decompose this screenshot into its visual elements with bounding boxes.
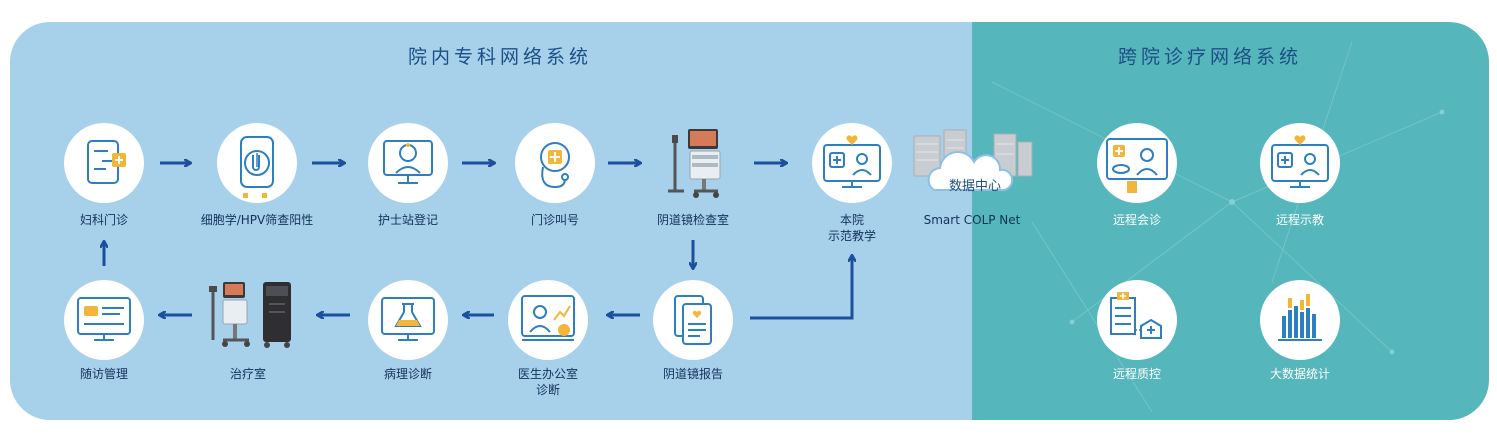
stethoscope-icon xyxy=(540,142,570,189)
follow-up-label: 随访管理 xyxy=(79,367,129,381)
arrow-report-to-teaching xyxy=(750,256,852,320)
follow-up-node xyxy=(64,280,144,360)
teaching-screen-icon xyxy=(823,135,881,188)
colposcopy-report-node xyxy=(653,280,733,360)
cross-hospital-title: 跨院诊疗网络系统 xyxy=(1117,46,1302,68)
colposcopy-room-label: 阴道镜检查室 xyxy=(656,213,730,227)
outpatient-call-node xyxy=(515,123,595,203)
doctor-desk-icon xyxy=(521,295,575,341)
remote-quality-node xyxy=(1097,280,1177,360)
local-teaching-label-2: 示范教学 xyxy=(827,229,877,243)
treatment-devices-icon xyxy=(209,282,291,348)
nurse-station-node xyxy=(368,123,448,203)
pathology-label: 病理诊断 xyxy=(383,367,433,381)
pathology-node xyxy=(368,280,448,360)
remote-teaching-label: 远程示教 xyxy=(1275,213,1325,227)
colposcope-cart-icon xyxy=(668,129,721,198)
remote-teaching-node xyxy=(1260,123,1340,203)
nurse-station-label: 护士站登记 xyxy=(377,213,439,227)
nurse-monitor-icon xyxy=(383,140,433,184)
flask-monitor-icon xyxy=(381,297,435,341)
internal-network-title: 院内专科网络系统 xyxy=(407,46,592,68)
local-teaching-label-1: 本院 xyxy=(839,213,865,227)
data-center-label: 数据中心 xyxy=(948,179,1001,194)
remote-consultation-label: 远程会诊 xyxy=(1112,213,1162,227)
big-data-label: 大数据统计 xyxy=(1269,367,1331,381)
colposcopy-report-label: 阴道镜报告 xyxy=(662,367,724,381)
network-name-label: Smart COLP Net xyxy=(923,213,1021,227)
test-tube-phone-icon xyxy=(240,136,274,198)
hospital-building-icon xyxy=(1110,292,1162,339)
gyn-clinic-label: 妇科门诊 xyxy=(79,213,129,227)
cytology-node xyxy=(217,123,297,203)
bar-chart-icon xyxy=(1278,294,1322,341)
remote-quality-label: 远程质控 xyxy=(1112,367,1162,381)
doctor-office-label-1: 医生办公室 xyxy=(517,367,579,381)
remote-teaching-icon xyxy=(1271,135,1329,188)
doctor-office-label-2: 诊断 xyxy=(535,383,561,397)
remote-consultation-node xyxy=(1097,123,1177,203)
big-data-node xyxy=(1260,280,1340,360)
internal-network-panel xyxy=(10,22,972,420)
doctor-office-node xyxy=(508,280,588,360)
report-pages-icon xyxy=(674,295,712,345)
outpatient-call-label: 门诊叫号 xyxy=(530,213,580,227)
gyn-clinic-node xyxy=(64,123,144,203)
cross-hospital-panel xyxy=(972,22,1489,420)
medical-document-icon xyxy=(87,140,126,184)
treatment-room-label: 治疗室 xyxy=(229,367,267,381)
local-teaching-node xyxy=(812,123,892,203)
follow-up-monitor-icon xyxy=(77,297,131,341)
cytology-label: 细胞学/HPV筛查阳性 xyxy=(200,213,314,227)
cloud-servers-icon xyxy=(913,129,1033,191)
remote-consult-icon xyxy=(1106,138,1168,193)
